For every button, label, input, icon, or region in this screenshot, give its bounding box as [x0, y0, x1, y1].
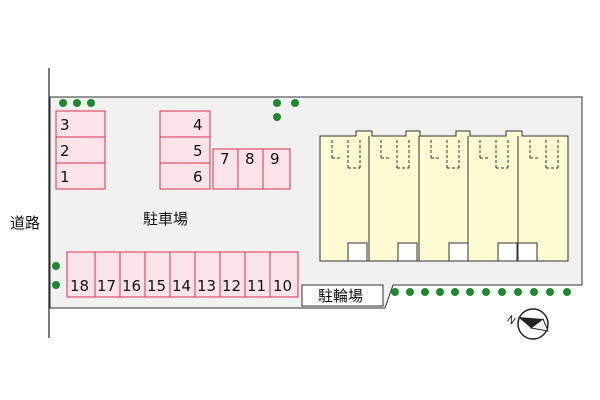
tree-icon — [436, 288, 444, 296]
space-number: 8 — [245, 150, 255, 168]
space-number: 7 — [220, 150, 230, 168]
parking-space — [55, 136, 106, 164]
building-outline — [319, 130, 569, 262]
tree-icon — [421, 288, 429, 296]
road-label: 道路 — [10, 214, 40, 232]
parking-space — [159, 110, 211, 138]
tree-icon — [482, 288, 490, 296]
parking-space — [244, 251, 271, 298]
space-number: 10 — [273, 277, 292, 295]
parking-space — [159, 136, 211, 164]
parking-space — [219, 251, 246, 298]
building — [319, 130, 569, 262]
parking-space — [144, 251, 171, 298]
parking-space — [55, 110, 106, 138]
tree-icon — [546, 288, 554, 296]
parking-space — [159, 162, 211, 190]
parking-label: 駐車場 — [143, 210, 188, 228]
parking-row-middle: 7 8 9 — [212, 148, 291, 190]
parking-column-b: 4 5 6 — [159, 110, 211, 190]
unit-entrance — [347, 242, 368, 262]
tree-icon — [273, 99, 281, 107]
tree-icon — [273, 113, 281, 121]
space-number: 12 — [222, 277, 241, 295]
tree-icon — [563, 288, 571, 296]
space-number: 1 — [60, 168, 70, 186]
parking-space — [194, 251, 221, 298]
north-arrow-icon: N — [504, 308, 549, 340]
tree-icon — [466, 288, 474, 296]
parking-column-a: 3 2 1 — [55, 110, 106, 190]
space-number: 3 — [60, 116, 70, 134]
parking-space — [66, 251, 96, 298]
parking-space — [169, 251, 196, 298]
tree-icon — [52, 281, 60, 289]
space-number: 11 — [247, 277, 266, 295]
tree-icon — [498, 288, 506, 296]
tree-icon — [73, 99, 81, 107]
space-number: 16 — [122, 277, 141, 295]
svg-text:N: N — [504, 314, 516, 327]
parking-space — [237, 148, 264, 190]
tree-icon — [87, 99, 95, 107]
space-number: 4 — [193, 116, 203, 134]
bicycle-parking — [301, 284, 384, 307]
tree-icon — [530, 288, 538, 296]
space-number: 14 — [172, 277, 191, 295]
parking-space — [55, 162, 106, 190]
parking-space — [119, 251, 146, 298]
unit-interior-dashes — [331, 140, 559, 169]
trees — [52, 99, 571, 296]
tree-icon — [52, 262, 60, 270]
tree-icon — [291, 99, 299, 107]
unit-entrance — [517, 242, 538, 262]
parking-space — [269, 251, 299, 298]
tree-icon — [514, 288, 522, 296]
space-number: 15 — [147, 277, 166, 295]
space-number: 2 — [60, 142, 70, 160]
unit-entrance — [497, 242, 518, 262]
parking-space — [212, 148, 239, 190]
parking-space — [262, 148, 291, 190]
space-number: 9 — [270, 150, 280, 168]
space-number: 17 — [97, 277, 116, 295]
unit-entrance — [397, 242, 418, 262]
parking-row-bottom: 18 17 16 15 14 13 12 11 10 — [66, 251, 299, 298]
tree-icon — [451, 288, 459, 296]
bicycle-parking-label: 駐輪場 — [318, 287, 363, 305]
space-number: 5 — [193, 142, 203, 160]
tree-icon — [391, 288, 399, 296]
space-number: 13 — [197, 277, 216, 295]
tree-icon — [406, 288, 414, 296]
space-number: 6 — [193, 168, 203, 186]
tree-icon — [59, 99, 67, 107]
space-number: 18 — [70, 277, 89, 295]
unit-entrance — [448, 242, 469, 262]
